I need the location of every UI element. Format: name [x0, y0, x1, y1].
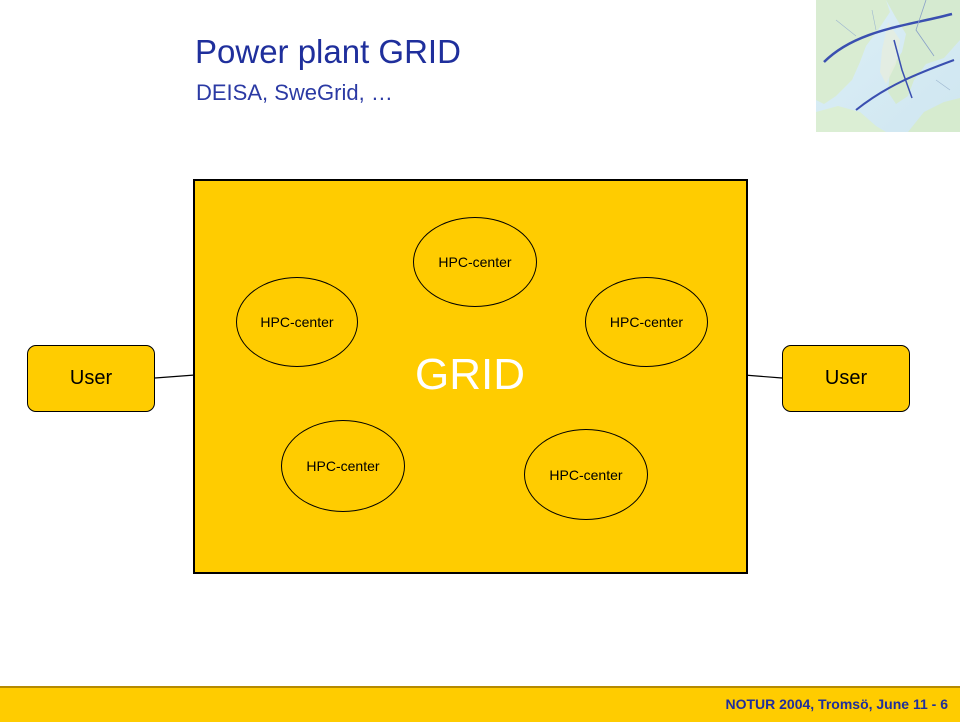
- hpc-center-lower-right: HPC-center: [524, 429, 648, 520]
- footer-text: NOTUR 2004, Tromsö, June 11 - 6: [725, 696, 948, 712]
- hpc-center-upper-right: HPC-center: [585, 277, 708, 367]
- user-box-left: User: [27, 345, 155, 412]
- slide-title: Power plant GRID: [195, 33, 461, 70]
- slide-subtitle: DEISA, SweGrid, …: [196, 80, 393, 105]
- user-box-right: User: [782, 345, 910, 412]
- grid-box: [193, 179, 748, 574]
- hpc-center-lower-left: HPC-center: [281, 420, 405, 512]
- hpc-center-upper-left: HPC-center: [236, 277, 358, 367]
- footer-bar: NOTUR 2004, Tromsö, June 11 - 6: [0, 686, 960, 722]
- connector-left: [154, 374, 196, 379]
- grid-label: GRID: [415, 350, 525, 399]
- connector-right: [743, 374, 783, 379]
- nordic-map-image: [816, 0, 960, 132]
- hpc-center-top: HPC-center: [413, 217, 537, 307]
